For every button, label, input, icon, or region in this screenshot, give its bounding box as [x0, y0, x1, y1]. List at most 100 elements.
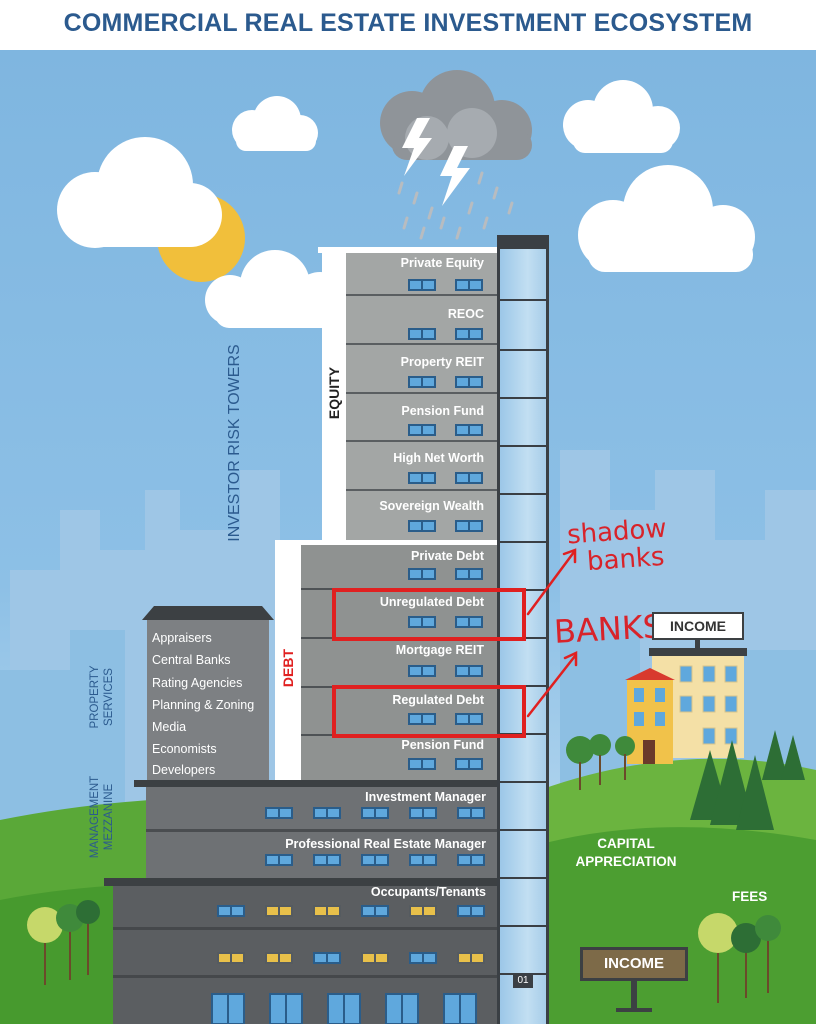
window	[265, 854, 293, 866]
window	[408, 758, 436, 770]
floor-label-pension-fund-debt: Pension Fund	[401, 738, 484, 752]
debt-tower	[275, 542, 497, 782]
window	[455, 376, 483, 388]
management-line-2: MEZZANINE	[103, 783, 115, 851]
window	[455, 424, 483, 436]
capital-line: CAPITAL	[597, 836, 655, 851]
window-lit	[457, 952, 485, 964]
floor-label-private-equity: Private Equity	[400, 256, 484, 270]
income-sign-post	[695, 640, 700, 652]
annotation-arrows	[526, 548, 578, 718]
service-developers: Developers	[152, 763, 216, 777]
page-title: COMMERCIAL REAL ESTATE INVESTMENT ECOSYS…	[63, 9, 753, 37]
cloud-top-right	[563, 80, 680, 153]
entrance-doors	[211, 993, 477, 1024]
window	[408, 424, 436, 436]
trees-right	[566, 730, 805, 830]
window-lit	[265, 952, 293, 964]
window	[455, 713, 483, 725]
floor-label-investment-manager: Investment Manager	[365, 790, 486, 804]
window	[313, 854, 341, 866]
window	[409, 952, 437, 964]
floor-label-sovereign-wealth: Sovereign Wealth	[379, 499, 484, 513]
window	[455, 616, 483, 628]
service-appraisers: Appraisers	[152, 631, 212, 645]
regulated-debt-highlight	[332, 685, 526, 738]
equity-label: EQUITY	[326, 366, 342, 420]
window	[455, 520, 483, 532]
fees-label: FEES	[732, 889, 768, 904]
window	[457, 905, 485, 917]
unregulated-debt-highlight	[332, 588, 526, 641]
window	[408, 376, 436, 388]
window	[455, 328, 483, 340]
window	[265, 807, 293, 819]
property-services-line-2: SERVICES	[103, 668, 115, 726]
window-lit	[313, 905, 341, 917]
management-line-1: MANAGEMENT	[89, 775, 101, 859]
equity-label-band	[322, 253, 346, 544]
window	[408, 665, 436, 677]
window	[408, 328, 436, 340]
ecosystem-diagram: 01 EQUITY DEBT	[0, 50, 816, 1024]
base-divider-2	[113, 975, 497, 978]
capital-appreciation-label: CAPITAL APPRECIATION	[566, 835, 686, 871]
annotation-shadow-banks: shadow banks	[566, 514, 669, 578]
service-planning-zoning: Planning & Zoning	[152, 698, 255, 712]
window	[408, 568, 436, 580]
houses	[625, 648, 747, 764]
window	[408, 616, 436, 628]
equity-floor-lines	[346, 294, 497, 491]
equity-tower-cap	[318, 247, 497, 253]
floor-label-mortgage-reit: Mortgage REIT	[395, 643, 484, 657]
debt-label: DEBT	[280, 648, 296, 688]
income-sign-bottom-post	[631, 981, 637, 1011]
property-services-line-1: PROPERTY	[89, 665, 101, 729]
cloud-top-center	[232, 96, 318, 151]
property-services-label: PROPERTY SERVICES	[88, 657, 132, 737]
cloud-left	[57, 137, 222, 248]
floor-label-regulated-debt: Regulated Debt	[392, 693, 484, 707]
management-roof	[134, 780, 497, 787]
floor-label-unregulated-debt: Unregulated Debt	[379, 595, 484, 609]
window-lit	[409, 905, 437, 917]
annotation-banks: BANKS	[553, 607, 664, 651]
investor-risk-towers-label: INVESTOR RISK TOWERS	[226, 344, 243, 542]
window-lit	[265, 905, 293, 917]
appreciation-line: APPRECIATION	[575, 854, 677, 869]
service-media: Media	[152, 720, 187, 734]
management-mezzanine-label: MANAGEMENT MEZZANINE	[88, 767, 132, 867]
window-lit	[217, 952, 245, 964]
window-lit	[361, 952, 389, 964]
window	[455, 758, 483, 770]
window	[409, 807, 437, 819]
window	[408, 279, 436, 291]
income-sign-bottom: INCOME	[580, 947, 688, 981]
window	[408, 520, 436, 532]
property-services-building	[147, 618, 269, 782]
elevator-cap	[497, 235, 549, 249]
floor-label-private-debt: Private Debt	[411, 549, 484, 563]
floor-label-high-net-worth: High Net Worth	[393, 451, 484, 465]
floor-label-professional-manager: Professional Real Estate Manager	[285, 837, 486, 851]
window	[408, 713, 436, 725]
elevator-number: 01	[513, 974, 533, 988]
debt-label-band	[275, 545, 301, 782]
window	[455, 472, 483, 484]
debt-tower-cap	[275, 540, 497, 545]
property-services-roof	[142, 606, 274, 620]
window	[361, 854, 389, 866]
window	[313, 952, 341, 964]
income-sign-top: INCOME	[652, 612, 744, 640]
floor-label-occupants-tenants: Occupants/Tenants	[370, 885, 486, 899]
window	[455, 568, 483, 580]
window	[409, 854, 437, 866]
service-central-banks: Central Banks	[152, 653, 231, 667]
service-economists: Economists	[152, 742, 217, 756]
window	[455, 665, 483, 677]
window	[313, 807, 341, 819]
service-rating-agencies: Rating Agencies	[152, 676, 243, 690]
window	[217, 905, 245, 917]
floor-label-reoc: REOC	[447, 307, 484, 321]
equity-tower	[322, 247, 497, 544]
